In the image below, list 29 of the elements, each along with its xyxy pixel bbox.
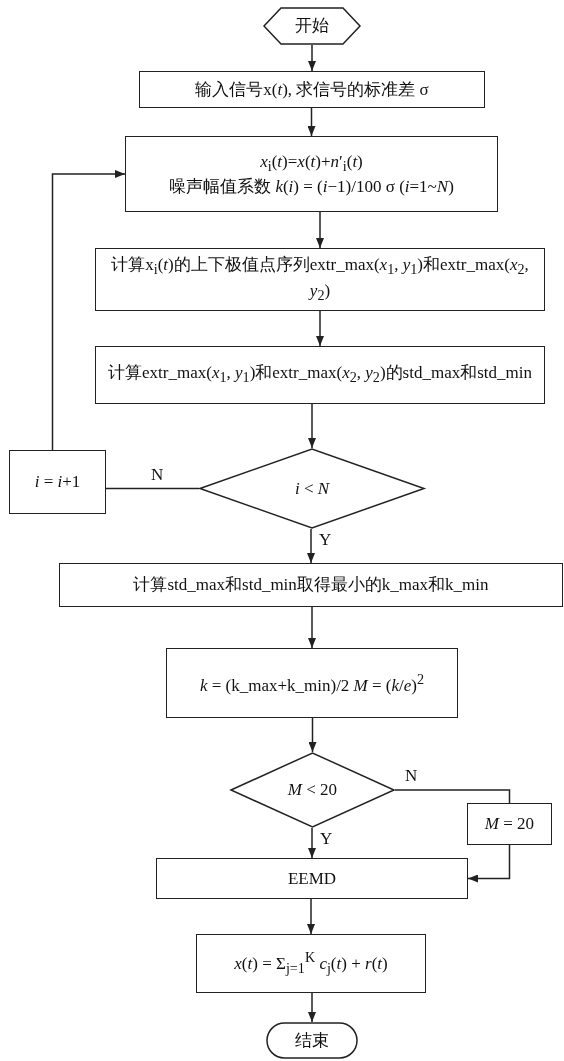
process-box: 计算extr_max(x$_{1}$, y$_{1}$)和extr_max(x$_{2}$, y$_{2}$)的std_max和std_min [95,346,545,404]
arrow [307,528,315,564]
arrow [316,211,324,249]
connector-line [394,789,511,804]
arrow [308,44,316,72]
process-box: 输入信号x(t), 求信号的标准差 σ [139,71,485,108]
arrow [308,717,317,753]
end-terminal: 结束 [266,1022,358,1059]
process-box: k = (k_max+k_min)/2 M = (k/e)$^{2}$ [166,648,458,718]
arrow [467,844,511,883]
start-terminal: 开始 [263,7,361,45]
arrow [307,898,315,935]
arrow [308,403,316,449]
arrow [308,606,316,649]
connector-line [105,487,200,490]
arrow [308,992,316,1023]
process-box: M = 20 [467,803,552,845]
process-box: i = i+1 [9,450,106,514]
arrow [51,170,126,451]
decision-diamond: i < N [199,448,425,529]
process-box: 计算std_max和std_min取得最小的k_max和k_min [59,563,563,607]
decision-diamond: M < 20 [230,752,395,828]
process-box: 计算x$_{i}$(t)的上下极值点序列extr_max(x$_{1}$, y$_{1}$)和extr_max(x$_{2}$, y$_{2}$) [95,248,545,311]
arrow [307,107,316,137]
arrow [316,310,324,347]
process-box: x$_{i}$(t)=x(t)+n′$_{i}$(t) 噪声幅值系数 k(i) = (i−1)/100 σ (i=1~N) [125,136,498,212]
process-box: x(t) = Σ$_{j=1}$$^{K}$ c$_{j}$(t) + r(t) [196,934,426,993]
process-box: EEMD [156,858,468,899]
arrow [308,827,316,859]
